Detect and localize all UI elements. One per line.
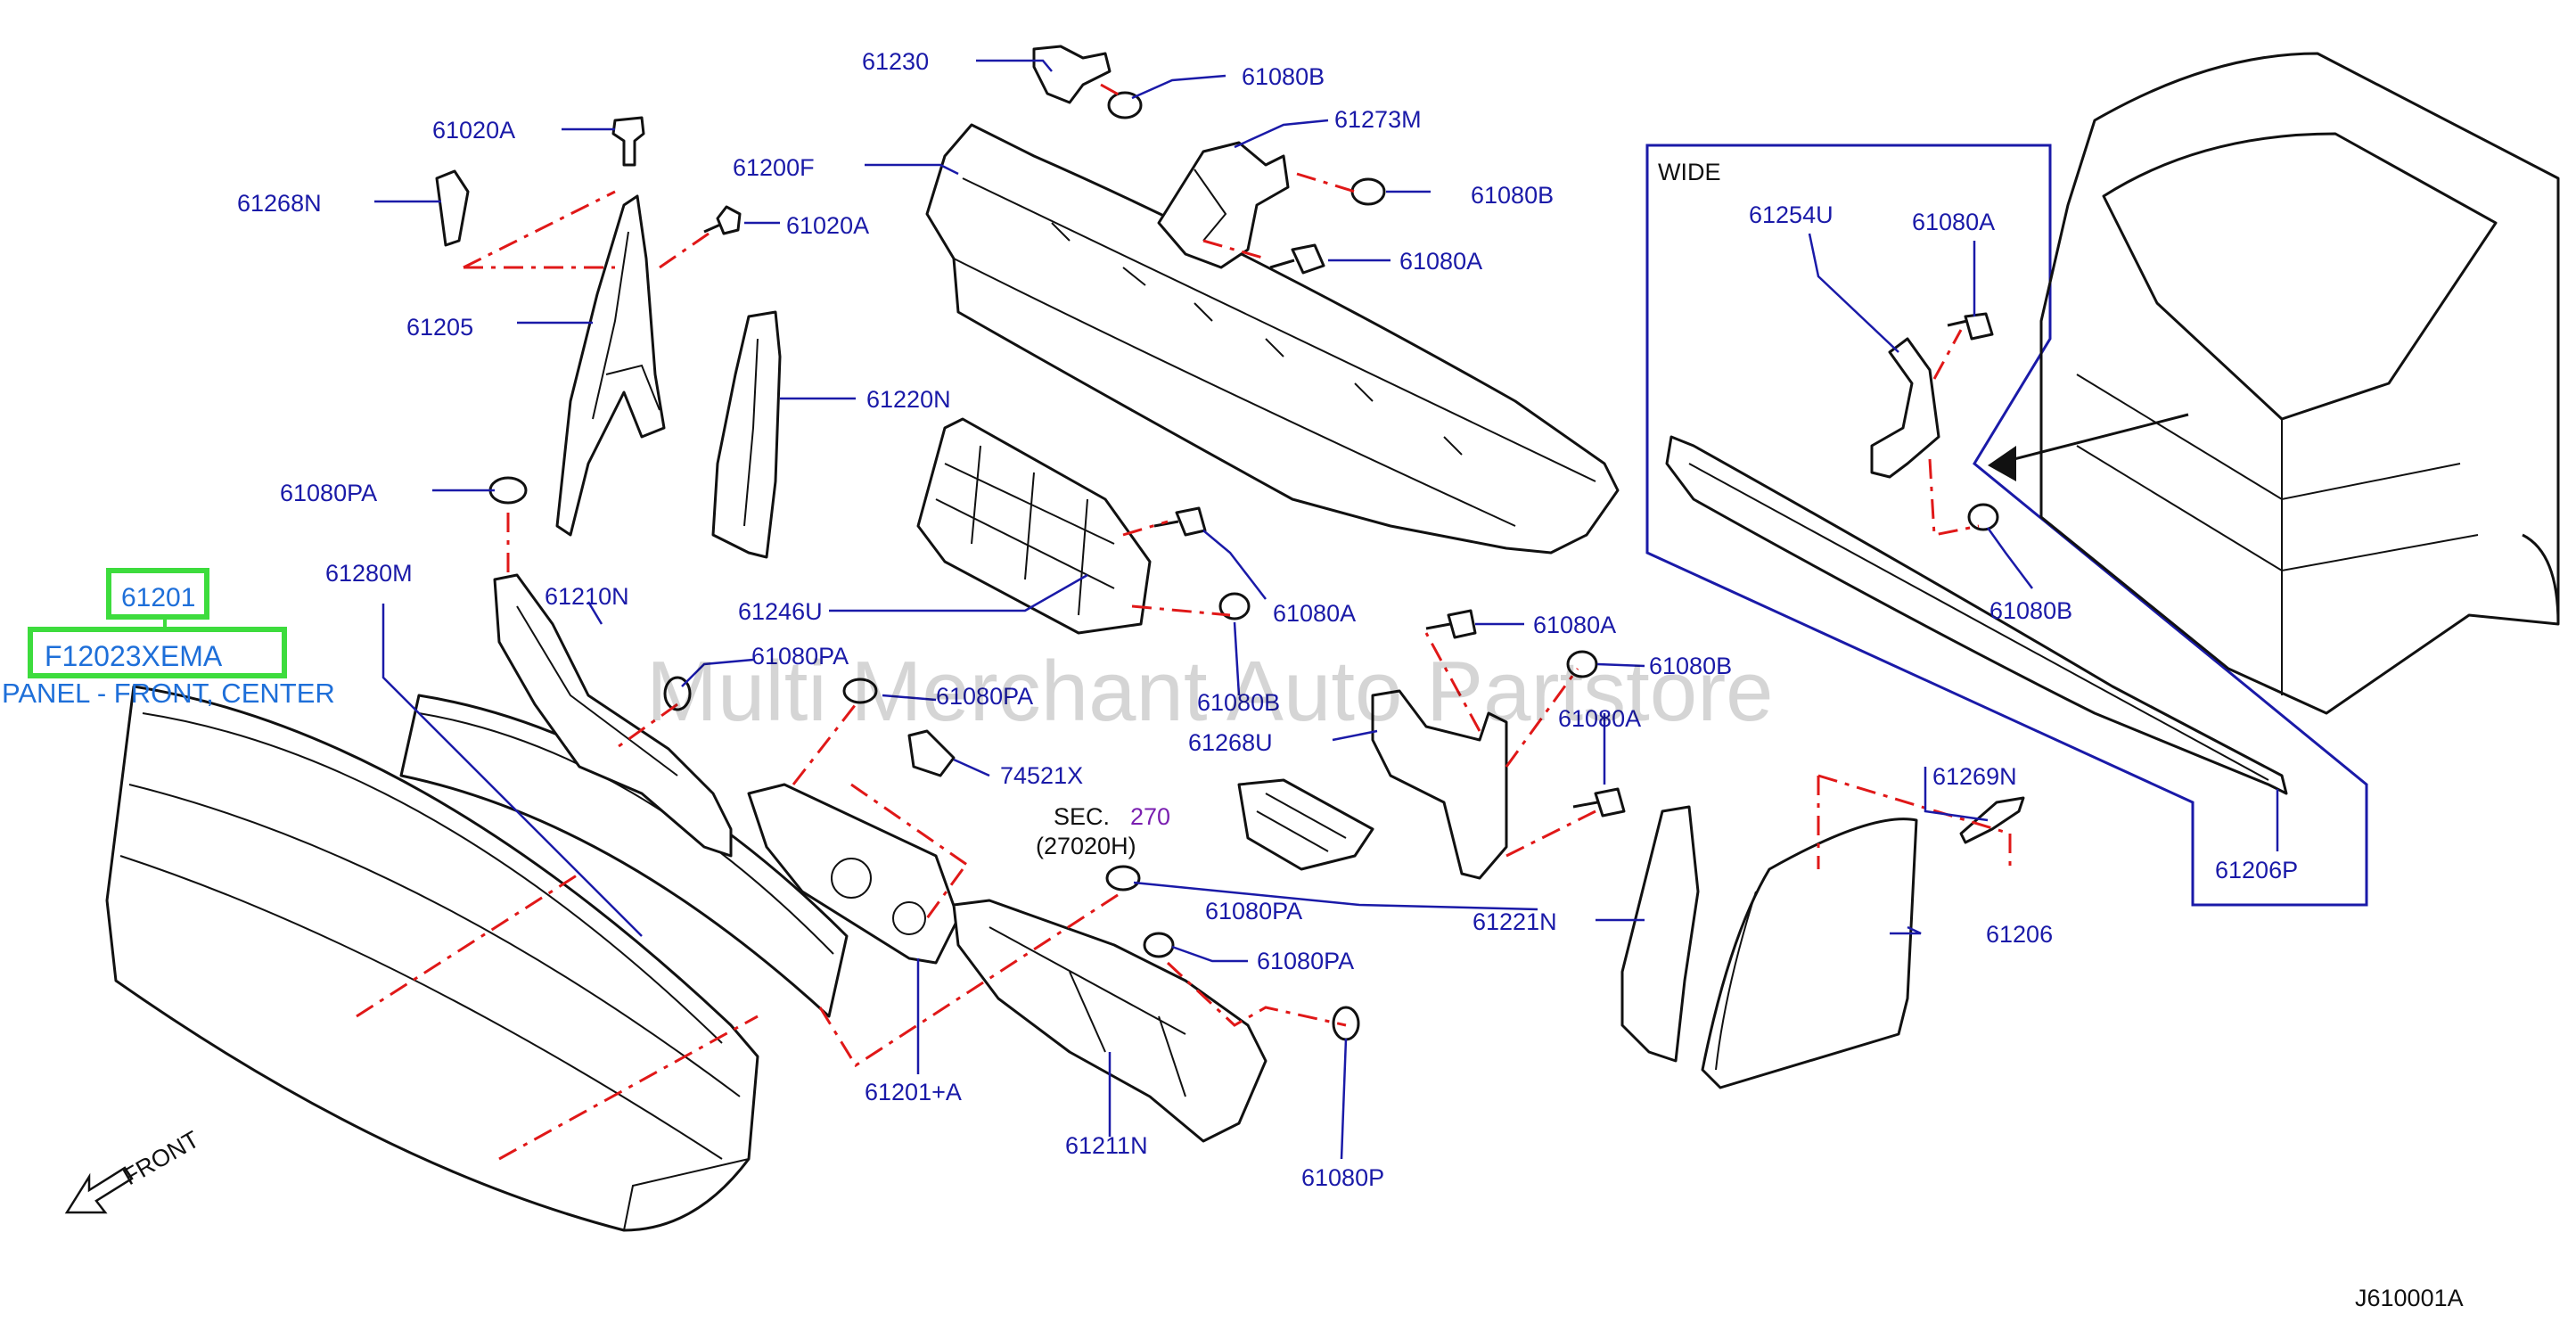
label-61080b-right[interactable]: 61080B: [1471, 182, 1554, 209]
wide-box-label: WIDE: [1658, 159, 1721, 185]
highlight-part-number[interactable]: 61201: [121, 583, 195, 612]
vehicle-overview-drawing: [1988, 52, 2560, 715]
reinforcement-61246u-drawing[interactable]: [916, 417, 1152, 635]
label-61221n[interactable]: 61221N: [1473, 908, 1557, 935]
fasteners: [488, 91, 1626, 1041]
label-61080pa-center[interactable]: 61080PA: [936, 683, 1033, 710]
label-61280m[interactable]: 61280M: [325, 560, 413, 587]
bracket-61211n-drawing[interactable]: [952, 899, 1267, 1143]
bracket-61210n-drawing[interactable]: [493, 573, 733, 858]
highlighted-part-callout[interactable]: 61201 F12023XEMA PANEL - FRONT, CENTER: [2, 568, 335, 709]
label-61080p[interactable]: 61080P: [1301, 1164, 1384, 1191]
label-61080a-wide[interactable]: 61080A: [1912, 209, 1995, 235]
label-61268u[interactable]: 61268U: [1188, 729, 1273, 756]
label-61080a-lowerright[interactable]: 61080A: [1558, 705, 1641, 732]
nut-61080b-center-drawing[interactable]: [1218, 592, 1251, 620]
label-61269n[interactable]: 61269N: [1932, 763, 2017, 790]
label-61080pa-lower[interactable]: 61080PA: [1257, 948, 1354, 974]
bracket-61268u-drawing[interactable]: [1371, 689, 1508, 880]
label-61210n[interactable]: 61210N: [545, 583, 629, 610]
label-61220n[interactable]: 61220N: [866, 386, 951, 413]
sec-sub: (27020H): [1036, 833, 1136, 859]
label-61020a-top[interactable]: 61020A: [432, 117, 515, 144]
bolt-61080a-reinf-drawing[interactable]: [1153, 506, 1207, 537]
label-61211n[interactable]: 61211N: [1065, 1132, 1148, 1159]
bracket-sec270-drawing[interactable]: [1237, 778, 1374, 871]
oem-number-highlight: [28, 627, 287, 678]
bolt-61020a-drawing[interactable]: [611, 116, 645, 167]
leader-lines: [374, 59, 2279, 1160]
front-arrow-icon: [64, 1166, 134, 1214]
label-61080a-reinf[interactable]: 61080A: [1273, 600, 1356, 627]
side-member-61205-drawing[interactable]: [555, 194, 666, 537]
label-61273m[interactable]: 61273M: [1334, 106, 1422, 133]
part-labels: 61230 61080B 61273M 61080B 61080A 61020A…: [237, 48, 2298, 1191]
bolt-61080a-mid-drawing[interactable]: [1269, 243, 1325, 275]
highlight-oem-number[interactable]: F12023XEMA: [45, 640, 223, 672]
label-61020a-side[interactable]: 61020A: [786, 212, 869, 239]
assembly-lines: [356, 83, 2012, 1161]
bracket-61201a-drawing[interactable]: [747, 783, 960, 965]
label-61268n[interactable]: 61268N: [237, 190, 322, 217]
nut-61080b-wide-drawing[interactable]: [1967, 503, 1999, 531]
label-61080b-top[interactable]: 61080B: [1242, 63, 1325, 90]
label-61080a-right[interactable]: 61080A: [1533, 612, 1616, 638]
label-61080b-center[interactable]: 61080B: [1197, 689, 1280, 716]
bolt-61080a-lowerright-drawing[interactable]: [1572, 787, 1626, 818]
label-61246u[interactable]: 61246U: [738, 598, 823, 625]
sec-number[interactable]: 270: [1130, 803, 1170, 830]
front-direction-indicator: FRONT: [64, 1126, 204, 1214]
bracket-61273m-drawing[interactable]: [1157, 141, 1290, 269]
clip-61080pa-left-drawing[interactable]: [488, 476, 528, 505]
sec-prefix: SEC.: [1054, 803, 1110, 830]
bolt-61080a-right-drawing[interactable]: [1425, 609, 1477, 639]
label-61254u[interactable]: 61254U: [1749, 201, 1834, 228]
diagram-code: J610001A: [2355, 1285, 2464, 1311]
bolt-61080a-wide-drawing[interactable]: [1947, 312, 1994, 341]
label-61080pa-bracket[interactable]: 61080PA: [751, 643, 849, 670]
label-61230[interactable]: 61230: [862, 48, 929, 75]
clip-61080pa-sec-drawing[interactable]: [1105, 865, 1141, 892]
clip-61080pa-lower-drawing[interactable]: [1143, 932, 1175, 958]
label-61080b-right2[interactable]: 61080B: [1649, 653, 1732, 679]
label-61080a-mid[interactable]: 61080A: [1399, 248, 1482, 275]
bracket-61221n-drawing[interactable]: [1620, 805, 1700, 1063]
bolt-61020a-side-drawing[interactable]: [703, 205, 742, 235]
watermark: Multi Merchant Auto Partstore: [646, 644, 1774, 739]
label-61080pa-sec[interactable]: 61080PA: [1205, 898, 1302, 924]
nut-61080b-top-drawing[interactable]: [1107, 91, 1143, 119]
label-61201a[interactable]: 61201+A: [865, 1079, 962, 1105]
clip-61080pa-center-drawing[interactable]: [842, 678, 878, 704]
bracket-74521x-drawing[interactable]: [907, 729, 956, 777]
highlight-description: PANEL - FRONT, CENTER: [2, 678, 335, 709]
wide-box: WIDE: [1645, 144, 2368, 907]
front-label: FRONT: [119, 1126, 204, 1190]
sec-reference[interactable]: SEC. 270 (27020H): [1036, 803, 1170, 859]
nut-61080b-right2-drawing[interactable]: [1566, 650, 1598, 678]
label-61206[interactable]: 61206: [1986, 921, 2053, 948]
bracket-61230-drawing[interactable]: [1032, 45, 1112, 104]
label-61080b-wide[interactable]: 61080B: [1989, 597, 2072, 624]
bracket-61254u-drawing[interactable]: [1870, 337, 1940, 479]
label-61200f[interactable]: 61200F: [733, 154, 815, 181]
label-61080pa-left[interactable]: 61080PA: [280, 480, 377, 506]
bracket-61268n-drawing[interactable]: [435, 169, 470, 247]
part-number-highlight: [106, 568, 209, 620]
corner-panel-61206-drawing[interactable]: [1701, 818, 1918, 1089]
bracket-61269n-drawing[interactable]: [1959, 796, 2025, 844]
front-center-panel-drawing[interactable]: [105, 685, 759, 1232]
nut-61080b-right-drawing[interactable]: [1350, 177, 1386, 206]
label-61205[interactable]: 61205: [406, 314, 473, 341]
label-61206p[interactable]: 61206P: [2215, 857, 2298, 883]
label-74521x[interactable]: 74521X: [1000, 762, 1083, 789]
bracket-61220n-drawing[interactable]: [711, 310, 782, 559]
